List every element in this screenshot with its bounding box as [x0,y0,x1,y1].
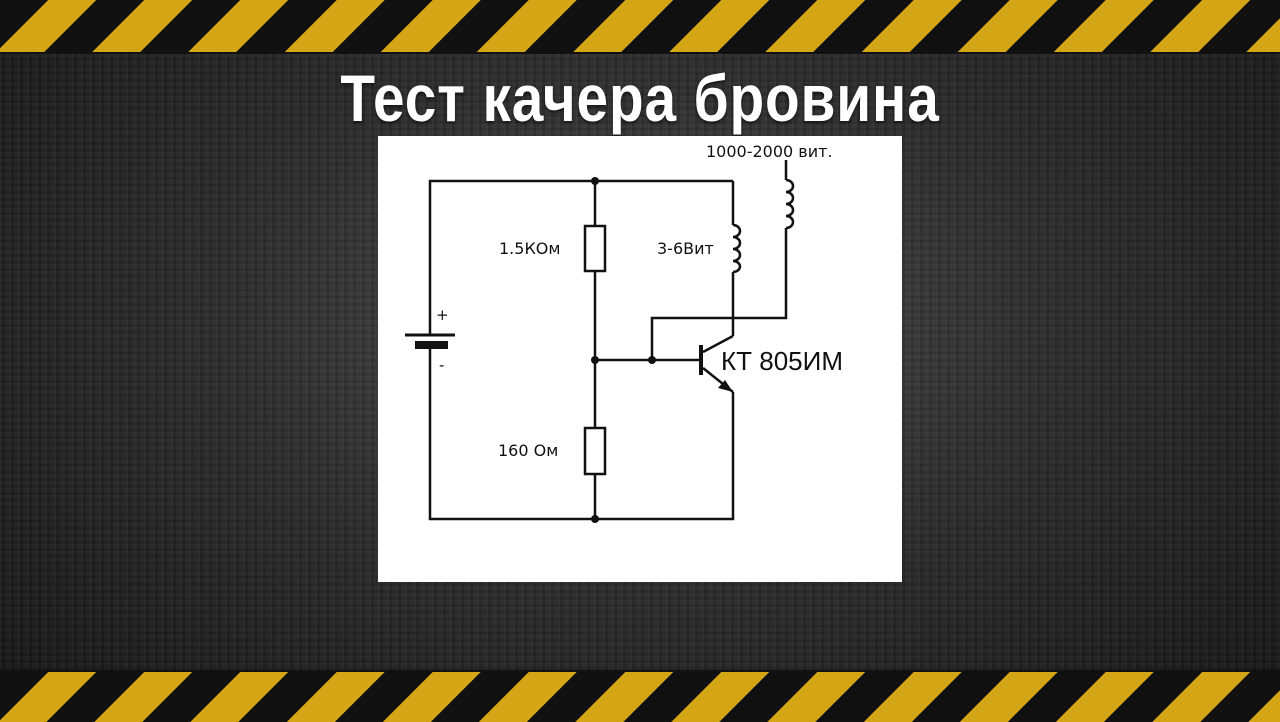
transistor-collector [702,334,734,354]
label-secondary-coil: 1000-2000 вит. [706,142,833,161]
wire-battery-bottom [428,345,735,521]
junction-dot [591,515,599,523]
primary-coil [732,223,742,274]
junction-dot [648,356,656,364]
circuit-diagram: 1000-2000 вит. 3-6Вит 1.5КОм 160 Ом КТ 8… [405,142,843,523]
hazard-stripe-top [0,0,1280,54]
resistor-1k5 [583,224,607,273]
junction-dot [591,356,599,364]
label-primary-coil: 3-6Вит [657,239,714,258]
label-battery-minus: - [439,356,444,374]
wire-feedback [650,228,788,360]
battery-plate-short [415,341,448,349]
hazard-stripe-bottom [0,670,1280,722]
junction-dot [591,177,599,185]
label-transistor: КТ 805ИМ [721,346,843,376]
slide-title: Тест качера бровина [340,61,940,135]
wire-left-loop [428,179,595,335]
label-battery-plus: + [436,306,449,324]
secondary-coil [785,178,795,230]
label-resistor-top: 1.5КОм [499,239,560,258]
resistor-160 [583,426,607,476]
circuit-diagram-panel: 1000-2000 вит. 3-6Вит 1.5КОм 160 Ом КТ 8… [378,136,902,582]
emitter-arrow [718,380,733,392]
label-resistor-bottom: 160 Ом [498,441,558,460]
